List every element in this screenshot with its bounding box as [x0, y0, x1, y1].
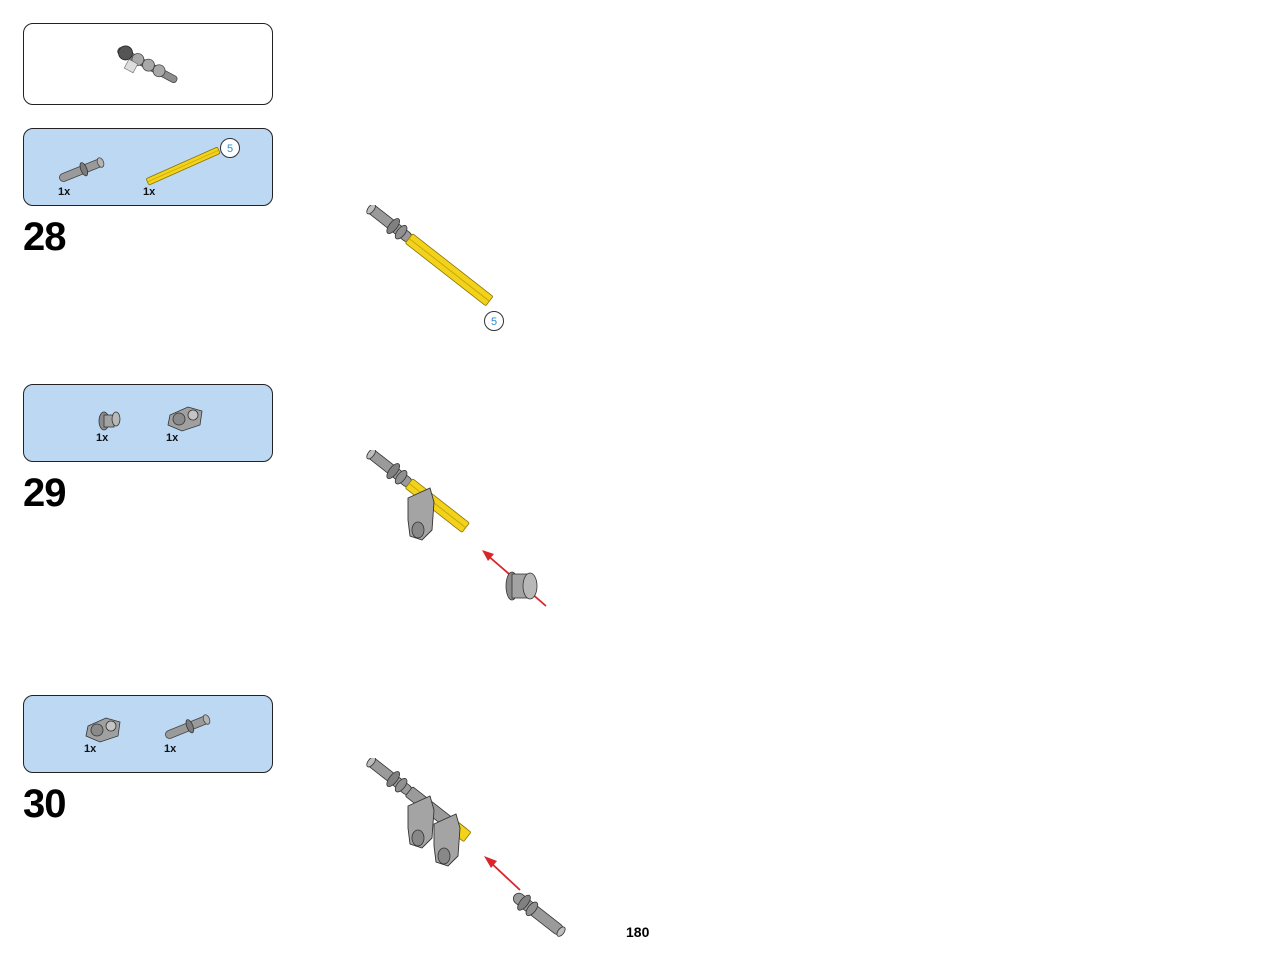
- step-28-assembly-illustration: 5: [366, 205, 504, 331]
- yellow-axle-5-icon: [146, 147, 221, 186]
- parts-list-step-30: 1x 1x: [23, 695, 273, 773]
- part-quantity: 1x: [84, 743, 97, 755]
- step-number-30: 30: [23, 782, 66, 826]
- pin-with-axle-icon: [59, 157, 105, 182]
- bush-part-in-scene: [505, 571, 538, 601]
- page-number: 180: [626, 924, 650, 940]
- pin-part-in-scene: [512, 892, 566, 937]
- parts-list-step-29: 1x 1x: [23, 384, 273, 462]
- subassembly-preview-icon: [117, 45, 178, 84]
- parts-list-step-28: 1x 1x 5: [23, 128, 273, 206]
- scene-axle-badge: 5: [484, 311, 504, 331]
- part-quantity: 1x: [96, 432, 109, 444]
- pin-connector-icon: [167, 406, 203, 432]
- part-quantity: 1x: [58, 186, 71, 198]
- bush-icon: [98, 411, 121, 431]
- subassembly-callout: [23, 23, 273, 105]
- part-quantity: 1x: [164, 743, 177, 755]
- axle-length-badge: 5: [220, 138, 240, 158]
- step-29-assembly-illustration: [366, 450, 547, 607]
- pin-with-axle-icon: [165, 714, 211, 739]
- svg-text:5: 5: [227, 143, 233, 155]
- step-30-assembly-illustration: [366, 758, 566, 937]
- part-quantity: 1x: [166, 432, 179, 444]
- step-number-29: 29: [23, 471, 66, 515]
- part-quantity: 1x: [143, 186, 156, 198]
- pin-connector-icon: [85, 717, 121, 743]
- svg-text:5: 5: [491, 316, 497, 328]
- step-number-28: 28: [23, 215, 66, 259]
